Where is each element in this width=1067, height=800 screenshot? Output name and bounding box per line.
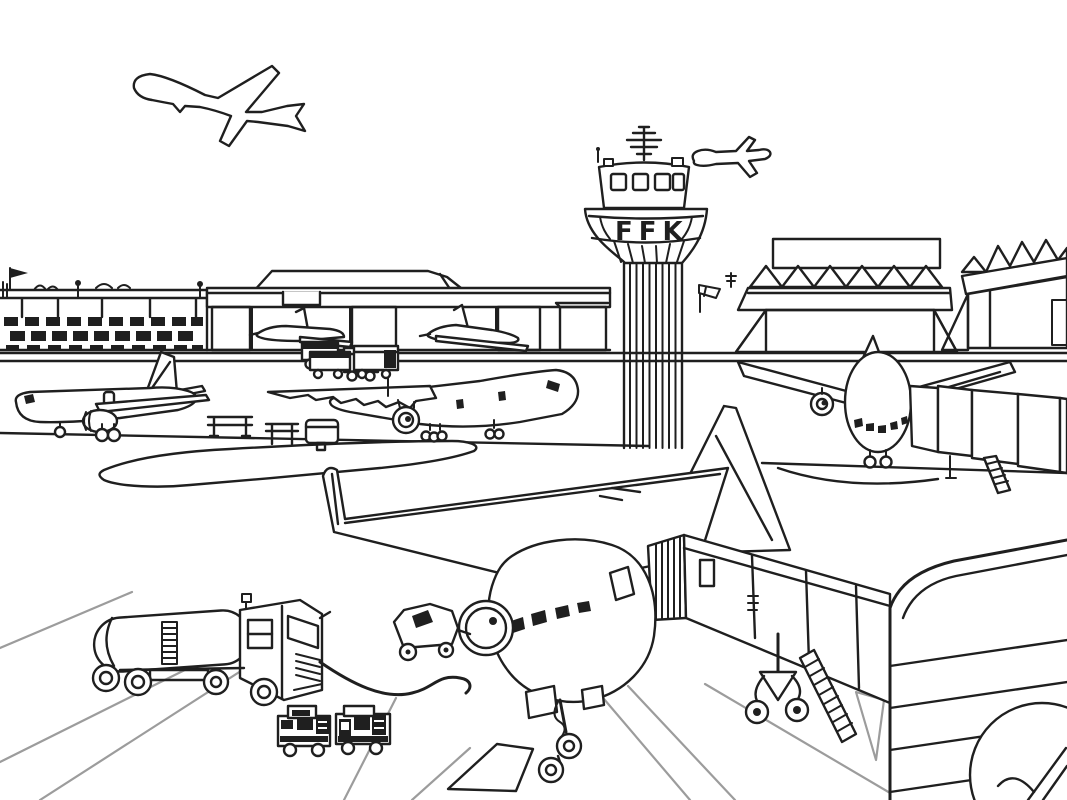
small-parked-jets xyxy=(248,303,530,353)
engine xyxy=(457,599,515,657)
fire-truck-1 xyxy=(276,704,332,758)
tank-ladder xyxy=(161,621,178,665)
control-tower: FFK xyxy=(583,125,709,450)
engine-nacelle-corner xyxy=(968,701,1067,800)
windsock xyxy=(698,272,737,313)
service-cart xyxy=(304,418,340,445)
airport-fire-trucks xyxy=(276,704,392,758)
fire-truck-2 xyxy=(334,704,392,756)
pushback-tug xyxy=(392,602,472,662)
fuel-hose xyxy=(318,660,472,697)
jet-bridge-segments xyxy=(908,384,1067,495)
tower-column xyxy=(622,261,684,450)
maintenance-ladder xyxy=(798,648,858,744)
warehouse-building xyxy=(940,238,1067,352)
tower-sign-text: FFK xyxy=(615,217,689,247)
left-terminal-building xyxy=(0,267,209,352)
nose-landing-gear xyxy=(524,684,606,784)
passenger-boarding-bridge xyxy=(646,533,892,705)
pier-building-bottom-right xyxy=(888,538,1067,800)
right-terminal-building xyxy=(734,237,959,354)
foreground-airliner xyxy=(321,404,892,705)
flying-airplane-by-tower xyxy=(691,135,772,179)
roof-equipment xyxy=(2,267,203,299)
tower-antenna xyxy=(625,125,663,162)
head-on-airliner-at-jet-bridge xyxy=(736,334,1067,495)
cockpit-windows xyxy=(508,601,591,634)
wide-body-airliner-three-quarter xyxy=(266,344,580,443)
cabin-door xyxy=(608,565,636,602)
ground-marking-parallelogram xyxy=(446,742,535,793)
fuel-tanker-truck xyxy=(91,593,332,707)
flying-airplane-top-left xyxy=(132,64,307,148)
terminal-windows xyxy=(4,317,203,350)
parked-airliner-side-view xyxy=(14,350,211,443)
ground-barriers xyxy=(206,415,340,452)
grass-island xyxy=(98,439,478,488)
bridge-support-wheels xyxy=(744,632,810,725)
